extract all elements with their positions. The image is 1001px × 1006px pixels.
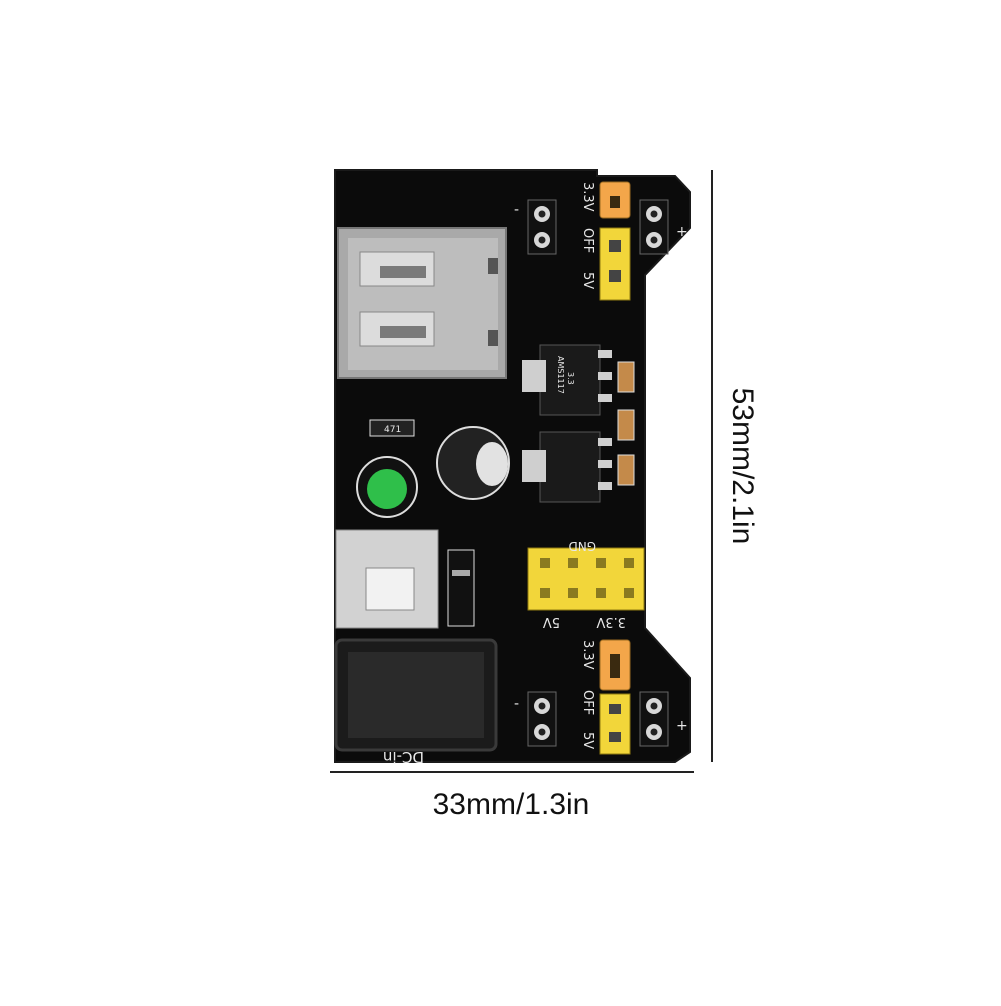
- usb-port: [337, 227, 507, 379]
- label-header-5v: 5V: [543, 614, 560, 629]
- bottom-right-power-pins: [639, 691, 669, 747]
- top-voltage-jumper: [599, 181, 631, 301]
- dc-jack: [334, 638, 498, 752]
- label-top-off: OFF: [580, 228, 595, 253]
- label-bottom-5v: 5V: [580, 732, 595, 749]
- label-resistor: 471: [384, 425, 401, 435]
- bottom-left-power-pins: [527, 691, 557, 747]
- label-regulator-top: AMS1117: [556, 356, 565, 394]
- label-bottom-off: OFF: [580, 690, 595, 715]
- bottom-voltage-jumper: [599, 639, 631, 755]
- label-gnd: GND: [568, 539, 596, 553]
- smd-capacitors: [617, 361, 635, 486]
- diode: [447, 549, 475, 627]
- label-top-minus: -: [514, 202, 519, 218]
- label-top-5v: 5V: [580, 272, 595, 289]
- voltage-regulator-bottom: [522, 431, 612, 503]
- width-dimension-label: 33mm/1.3in: [432, 788, 590, 821]
- green-led: [356, 456, 418, 518]
- height-dimension-label: 53mm/2.1in: [726, 387, 759, 545]
- electrolytic-capacitor: [436, 426, 510, 500]
- power-switch: [335, 529, 439, 629]
- label-bottom-minus: -: [514, 696, 519, 712]
- voltage-regulator-top: [522, 344, 612, 416]
- top-right-power-pins: [639, 199, 669, 255]
- label-dc-in: DC-in: [383, 748, 424, 766]
- top-left-power-pins: [527, 199, 557, 255]
- label-top-plus: +: [676, 224, 688, 240]
- label-header-33v: 3.3V: [596, 614, 626, 629]
- resistor: [369, 419, 415, 437]
- gnd-pin-header: [527, 547, 645, 611]
- label-bottom-plus: +: [676, 718, 688, 734]
- label-top-33v: 3.3V: [580, 182, 595, 212]
- label-bottom-33v: 3.3V: [580, 640, 595, 670]
- label-regulator-bottom: 3.3: [566, 372, 575, 385]
